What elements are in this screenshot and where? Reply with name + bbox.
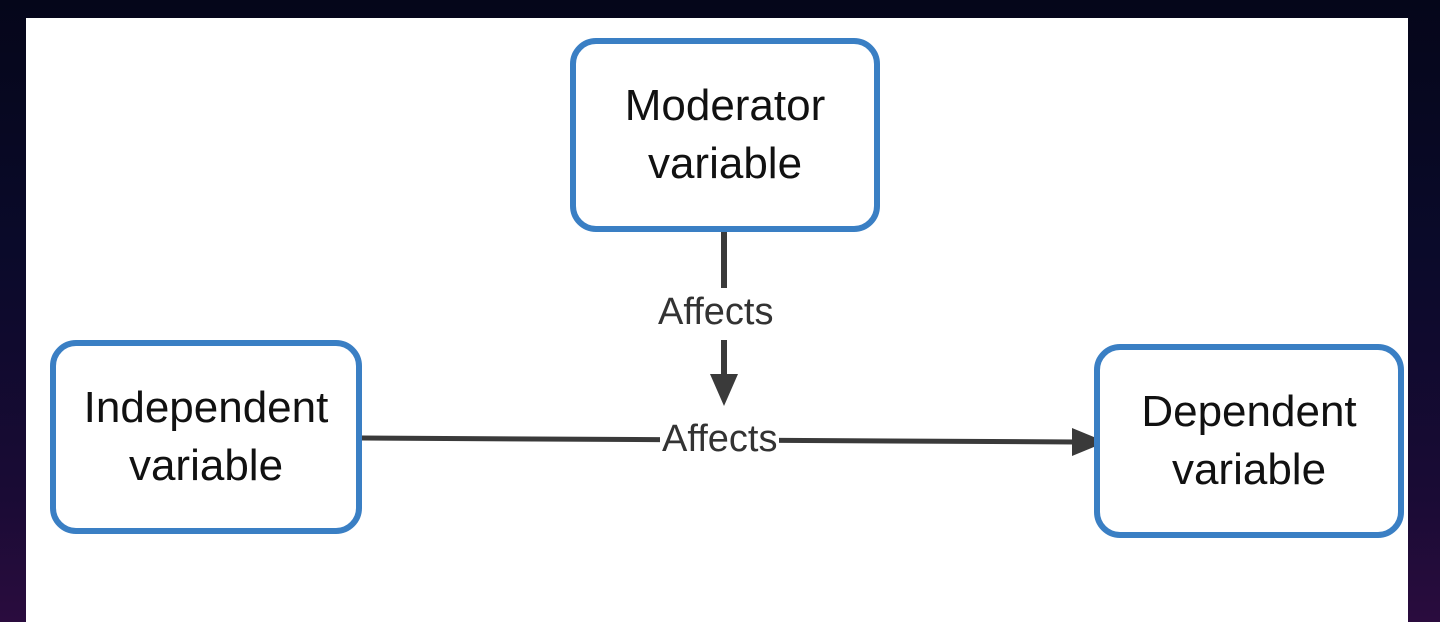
moderator-edge-arrowhead (710, 374, 738, 406)
moderator-variable-node: Moderator variable (570, 38, 880, 232)
independent-variable-node: Independent variable (50, 340, 362, 534)
independent-node-line2: variable (128, 441, 284, 490)
moderator-edge-label: Affects (656, 290, 776, 334)
diagram-canvas: Moderator variable Independent variable … (26, 18, 1408, 622)
dependent-node-line2: variable (1171, 445, 1327, 494)
moderator-node-line2: variable (647, 139, 803, 188)
dependent-variable-node: Dependent variable (1094, 344, 1404, 538)
independent-node-line1: Independent (83, 383, 329, 432)
moderator-node-line1: Moderator (624, 81, 826, 130)
main-edge-label: Affects (660, 417, 780, 461)
main-edge-arrowhead (1072, 428, 1106, 456)
dependent-node-line1: Dependent (1141, 387, 1357, 436)
